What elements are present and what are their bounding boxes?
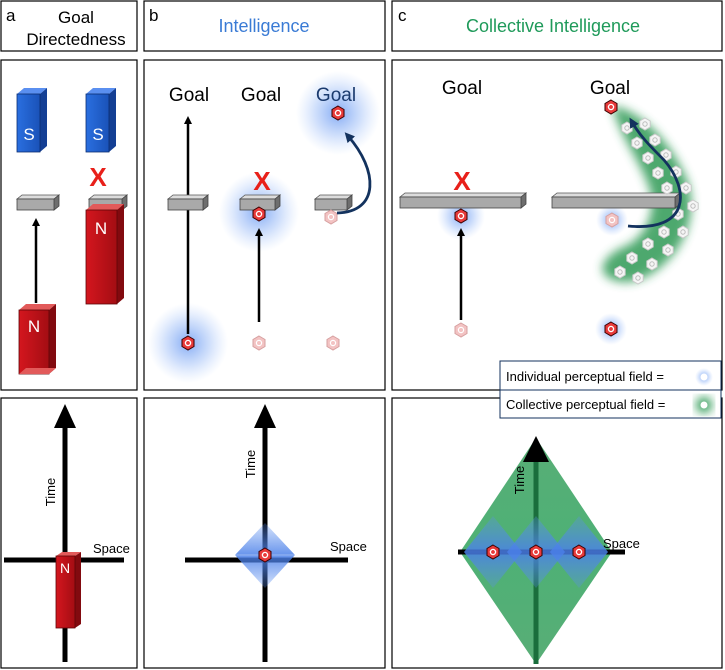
time-axis-label: Time [512, 466, 527, 494]
north-magnet-right: N [85, 204, 124, 305]
legend-collective-label: Collective perceptual field = [506, 397, 665, 412]
goal-label: Goal [316, 85, 356, 106]
agent-icon [486, 544, 500, 560]
agent-icon [572, 544, 586, 560]
time-arrowhead [523, 436, 549, 462]
magnet-n-label: N [28, 317, 40, 336]
north-magnet-left: N [18, 304, 56, 375]
time-arrowhead [254, 404, 276, 428]
agent-icon [529, 544, 543, 560]
panel-b-letter: b [149, 6, 158, 25]
goal-label: Goal [590, 78, 630, 99]
agent-start-icon [605, 212, 619, 228]
barrier-left [15, 194, 61, 211]
panel-b-agents: Goal Goal Goal X [148, 71, 380, 383]
space-axis-label: Space [93, 541, 130, 556]
time-axis-label: Time [243, 450, 258, 478]
panel-a-magnets: S S X N [15, 88, 129, 375]
agent-icon [258, 547, 272, 563]
detour-arrow [336, 132, 372, 215]
panel-a-letter: a [6, 6, 16, 25]
panel-c-agents: Goal Goal X [398, 78, 722, 419]
south-magnet-right: S [85, 88, 116, 153]
time-axis-label: Time [43, 478, 58, 506]
long-barrier-right [550, 192, 682, 209]
legend: Individual perceptual field = Collective… [499, 360, 722, 419]
panel-a-axes: Time Space N [4, 404, 130, 662]
panel-c-axes: Time Space [458, 436, 640, 664]
collective-path-arrow [627, 117, 682, 228]
magnet-n-label: N [95, 219, 107, 238]
collective-field [602, 106, 692, 283]
agent-icon [604, 99, 618, 115]
agent-icon [604, 321, 618, 337]
panel-a-title-line1: Goal [58, 8, 94, 27]
barrier [313, 194, 354, 211]
agent-icon [252, 206, 266, 222]
agent-start-icon [324, 209, 338, 225]
blocked-cross: X [89, 162, 107, 192]
blocked-cross: X [453, 166, 471, 196]
agent-icon [454, 208, 468, 224]
panel-b-title: Intelligence [218, 16, 309, 36]
magnet-worldline: N [55, 552, 81, 629]
time-arrowhead [54, 404, 76, 428]
legend-individual-label: Individual perceptual field = [506, 369, 664, 384]
south-magnet-left: S [16, 88, 47, 153]
agent-start-icon [252, 335, 266, 351]
magnet-s-label: S [92, 125, 103, 144]
panel-a-title-line2: Directedness [26, 30, 125, 49]
long-barrier-left [398, 192, 528, 209]
space-axis-label: Space [603, 536, 640, 551]
goal-label: Goal [442, 78, 482, 99]
agent-icon [331, 105, 345, 121]
magnet-s-label: S [23, 125, 34, 144]
panel-c-title: Collective Intelligence [466, 16, 640, 36]
barrier [166, 194, 210, 211]
agent-icon [181, 335, 195, 351]
panel-b-header: b Intelligence [143, 0, 386, 52]
goal-label: Goal [169, 85, 209, 106]
magnet-n-label: N [60, 560, 70, 576]
panel-c-letter: c [398, 6, 407, 25]
blocked-cross: X [253, 166, 271, 196]
agent-start-icon [326, 335, 340, 351]
panel-a-header: a Goal Directedness [0, 0, 138, 52]
panel-c-header: c Collective Intelligence [391, 0, 723, 52]
agent-start-icon [454, 322, 468, 338]
space-axis-label: Space [330, 539, 367, 554]
goal-label: Goal [241, 85, 281, 106]
